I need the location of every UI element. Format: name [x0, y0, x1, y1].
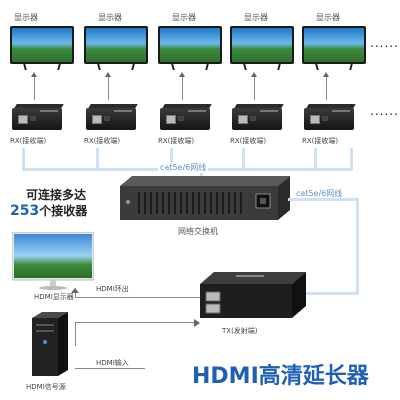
- arrow-up-icon: [71, 288, 79, 293]
- tx-label: TX(发射端): [222, 327, 258, 335]
- tx-device-icon: [200, 272, 306, 318]
- rx-device-4: [232, 104, 284, 130]
- rx-device-3: [160, 104, 212, 130]
- hdmi-display-label: HDMI显示器: [34, 293, 74, 301]
- promo-count: 253: [10, 203, 40, 219]
- pc-tower-icon: [32, 312, 68, 376]
- cable-label-top: cat5e/6网线: [158, 162, 209, 173]
- tv-display-1: [10, 26, 74, 72]
- hdmi-loop-out-label: HDMI环出: [96, 285, 129, 293]
- rx-label-1: RX(接收端): [10, 137, 47, 145]
- switch-label: 网络交换机: [178, 227, 218, 236]
- display-label-2: 显示器: [98, 13, 122, 22]
- rx-label-2: RX(接收端): [84, 137, 121, 145]
- product-title: HDMI高清延长器: [192, 364, 369, 389]
- network-switch-icon: [120, 176, 290, 220]
- tv-display-4: [230, 26, 294, 72]
- display-label-4: 显示器: [244, 13, 268, 22]
- arrow-up-icon: [105, 72, 111, 77]
- hdmi-monitor-icon: [12, 232, 94, 290]
- display-ellipsis: ......: [370, 36, 399, 50]
- tv-display-3: [158, 26, 222, 72]
- arrow-up-icon: [323, 72, 329, 77]
- arrow-up-icon: [31, 72, 37, 77]
- rx-device-2: [86, 104, 138, 130]
- rx-device-1: [12, 104, 64, 130]
- rx-label-3: RX(接收端): [158, 137, 195, 145]
- arrow-right-icon: [194, 319, 200, 327]
- rx-label-4: RX(接收端): [230, 137, 267, 145]
- cable-label-right: cat5e/6网线: [296, 189, 343, 198]
- tv-display-5: [302, 26, 366, 72]
- hdmi-source-label: HDMI信号源: [26, 383, 66, 391]
- rx-device-5: [304, 104, 356, 130]
- promo-line2: 个接收器: [39, 204, 88, 218]
- display-label-5: 显示器: [316, 13, 340, 22]
- hdmi-input-label: HDMI输入: [96, 359, 129, 367]
- arrow-up-icon: [179, 72, 185, 77]
- rx-label-5: RX(接收端): [302, 137, 339, 145]
- tv-display-2: [84, 26, 148, 72]
- arrow-up-icon: [251, 72, 257, 77]
- display-label-3: 显示器: [172, 13, 196, 22]
- display-label-1: 显示器: [14, 13, 38, 22]
- promo-line1: 可连接多达: [26, 188, 87, 202]
- receiver-ellipsis: ......: [370, 104, 399, 118]
